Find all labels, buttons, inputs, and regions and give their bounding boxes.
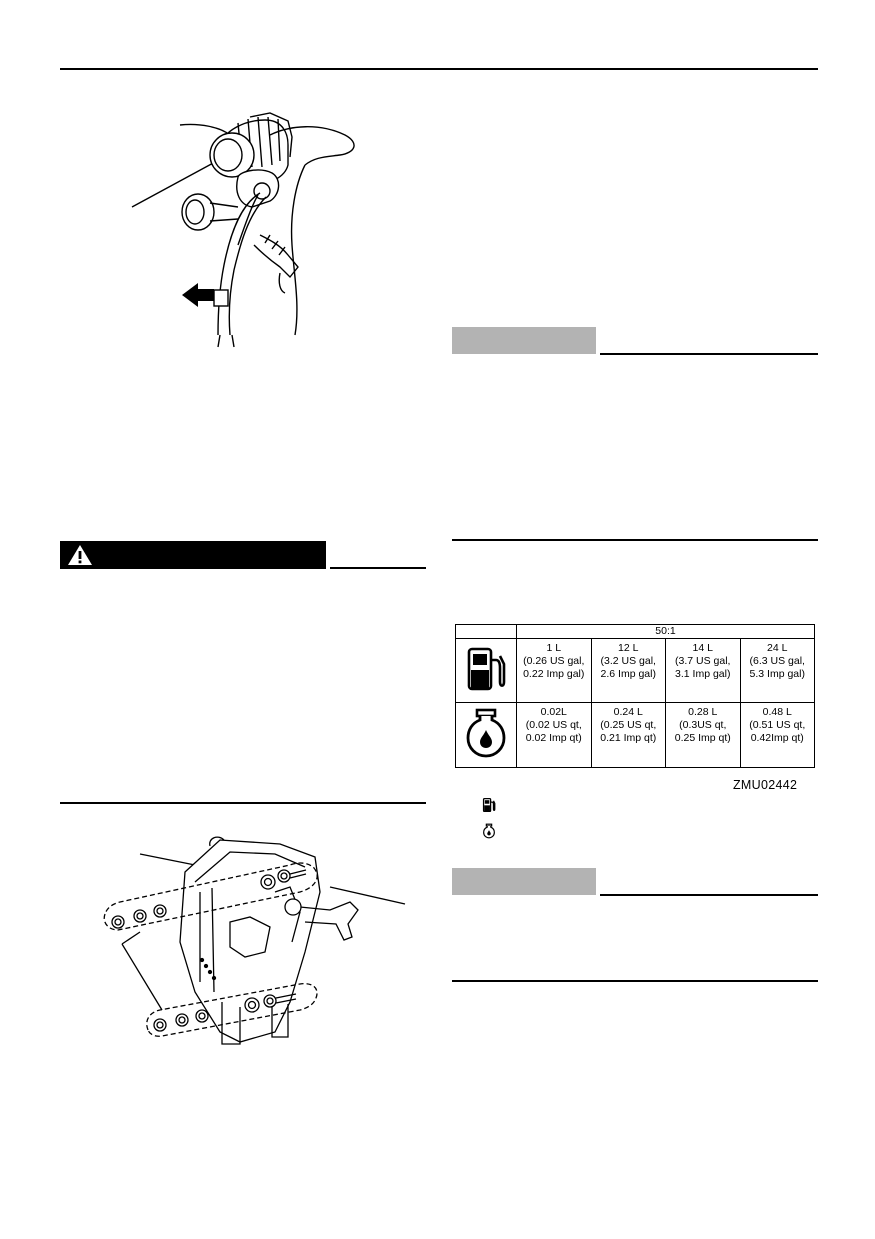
warning-header-bar — [60, 541, 326, 569]
fuel-cell-1: 1 L(0.26 US gal,0.22 Imp gal) — [516, 638, 592, 703]
fuel-pump-icon — [467, 647, 506, 690]
warning-underline — [330, 567, 426, 569]
warning-triangle-icon — [68, 545, 92, 565]
legend-oil-can-icon — [483, 823, 495, 839]
section-tab-2-underline — [600, 894, 818, 896]
page-top-rule — [60, 68, 818, 70]
mix-ratio-header: 50:1 — [516, 624, 815, 639]
oil-row: 0.02L(0.02 US qt,0.02 Imp qt) 0.24 L(0.2… — [455, 702, 815, 768]
section-rule-right-bottom — [452, 980, 818, 982]
fuel-cell-4: 24 L(6.3 US gal,5.3 Imp gal) — [739, 638, 815, 703]
oil-cell-2: 0.24 L(0.25 US qt,0.21 Imp qt) — [590, 702, 666, 768]
bracket-illustration — [103, 836, 406, 1045]
oil-cell-3: 0.28 L(0.3US qt,0.25 Imp qt) — [665, 702, 741, 768]
mix-table-header-row: 50:1 — [455, 624, 815, 639]
figure-code: ZMU02442 — [733, 778, 798, 792]
fuel-oil-mix-table: 50:1 1 L(0.26 US gal,0.22 Imp gal) 12 L(… — [455, 624, 815, 768]
section-tab-1 — [452, 327, 596, 354]
fuel-cell-2: 12 L(3.2 US gal,2.6 Imp gal) — [590, 638, 666, 703]
oil-cell-4: 0.48 L(0.51 US qt,0.42Imp qt) — [739, 702, 815, 768]
section-tab-1-underline — [600, 353, 818, 355]
section-tab-2 — [452, 868, 596, 895]
fuel-icon-cell — [455, 638, 517, 703]
stop-switch-illustration — [131, 112, 355, 348]
section-rule-right — [452, 539, 818, 541]
fuel-row: 1 L(0.26 US gal,0.22 Imp gal) 12 L(3.2 U… — [455, 638, 815, 703]
oil-cell-1: 0.02L(0.02 US qt,0.02 Imp qt) — [516, 702, 592, 768]
oil-icon-cell — [455, 702, 517, 768]
mix-table-corner-cell — [455, 624, 517, 639]
section-rule-left — [60, 802, 426, 804]
oil-can-icon — [466, 708, 506, 758]
fuel-cell-3: 14 L(3.7 US gal,3.1 Imp gal) — [665, 638, 741, 703]
legend-fuel-pump-icon — [482, 797, 496, 813]
